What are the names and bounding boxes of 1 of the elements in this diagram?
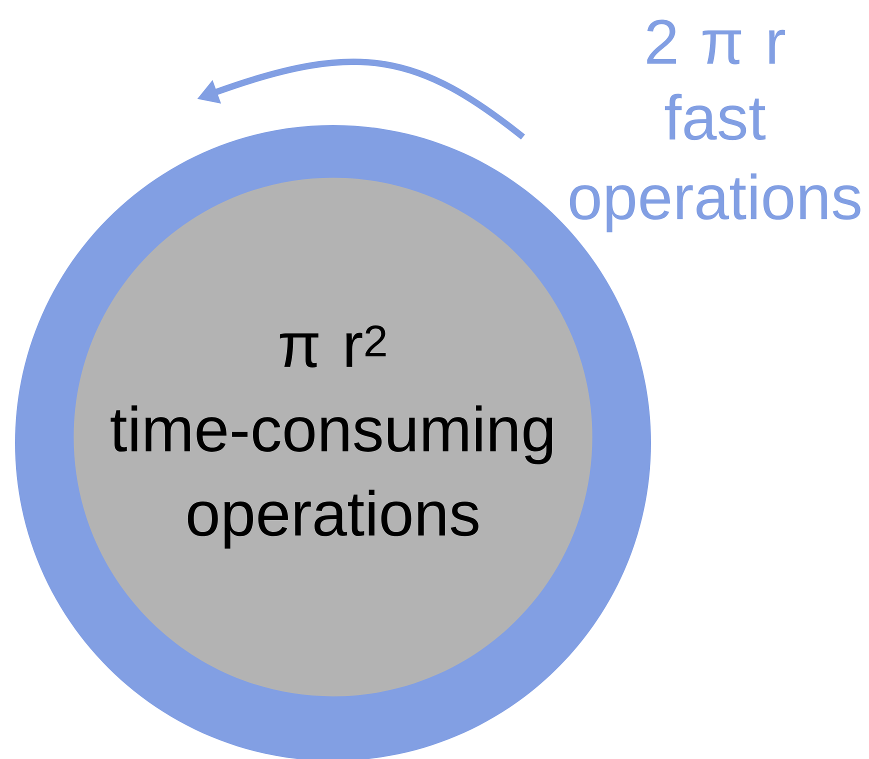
ring-label: 2 π r — [647, 20, 785, 64]
